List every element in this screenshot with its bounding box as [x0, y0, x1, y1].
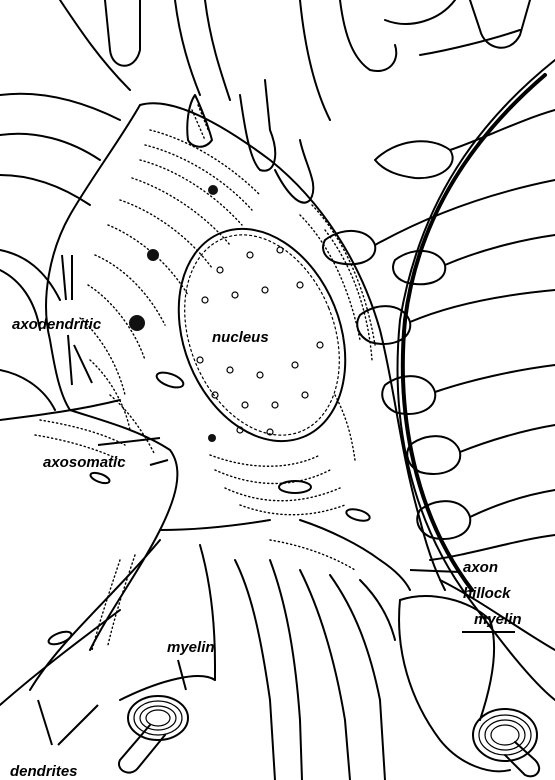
left-myelinated-axon	[119, 696, 188, 773]
rough-er	[35, 130, 375, 650]
dark-boutons	[129, 185, 218, 442]
label-axosomatic: axosomatic	[43, 454, 126, 471]
label-myelin-left: myelin	[167, 639, 215, 656]
label-axon: axon	[463, 559, 498, 576]
lower-processes	[0, 540, 555, 780]
cell-body	[46, 103, 445, 650]
left-dendrite-bands	[0, 94, 120, 420]
label-hillock: hillock	[463, 585, 511, 602]
right-terminals	[323, 110, 555, 560]
mitochondria	[47, 370, 371, 647]
label-nucleus: nucleus	[212, 329, 269, 346]
label-dendrites: dendrites	[10, 763, 78, 780]
label-myelin-right: myelin	[474, 611, 522, 628]
leader-lines	[38, 255, 515, 745]
label-axodendritic: axodendritic	[12, 316, 102, 333]
